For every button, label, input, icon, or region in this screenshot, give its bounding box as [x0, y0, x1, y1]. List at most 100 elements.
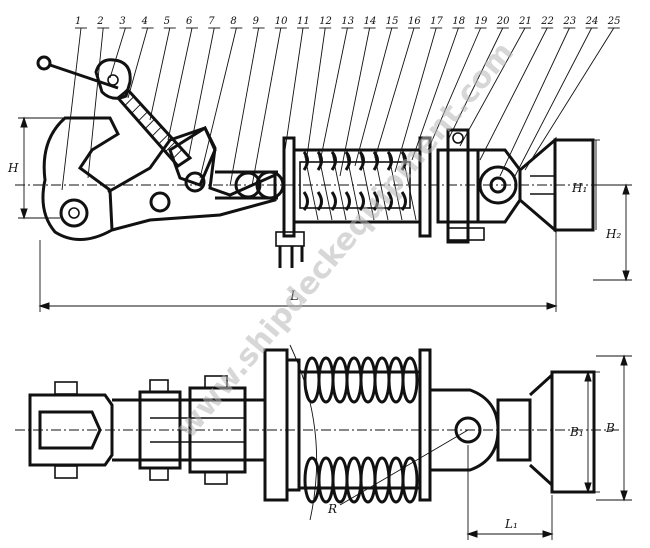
tube-hatch-line	[164, 141, 176, 153]
callout-leader-6	[167, 27, 193, 141]
spring-coil	[302, 151, 309, 211]
callout-leader-10	[251, 27, 282, 187]
clevis-slot	[38, 410, 102, 450]
callout-leader-4	[127, 27, 149, 99]
dim-b1-arrows	[584, 370, 592, 494]
dim-b-arrows	[620, 354, 628, 502]
dim-b1-label: B₁	[569, 425, 584, 439]
dim-h2-label: H₂	[605, 227, 621, 241]
callout-number-9: 9	[253, 16, 260, 27]
callout-leader-25	[524, 27, 615, 171]
spring-coil	[372, 151, 379, 211]
plan-coil-bottom	[317, 456, 335, 504]
plan-fork-block	[496, 398, 532, 462]
tube-hatch-line	[123, 96, 135, 107]
pin-head-4	[204, 471, 228, 485]
callout-number-17: 17	[430, 16, 443, 27]
dim-l-label: L	[289, 289, 299, 304]
callout-leader-2	[87, 27, 104, 179]
release-lever	[49, 63, 119, 90]
spring-coil	[400, 151, 407, 211]
callout-leader-3	[109, 27, 126, 79]
plan-coil-bottom	[359, 456, 377, 504]
spring-coil	[344, 151, 351, 211]
hook-plate	[107, 126, 277, 232]
callout-leader-22	[479, 27, 548, 161]
plan-coil-top	[331, 356, 349, 404]
plan-coil-top	[401, 356, 419, 404]
callout-leader-23	[499, 27, 570, 177]
callout-number-15: 15	[386, 16, 399, 27]
tube-hatch-line	[130, 103, 142, 115]
dim-h2-arrows	[622, 183, 630, 282]
pin-head-3	[204, 375, 228, 389]
callout-leader-21	[459, 27, 526, 147]
pin-head-2	[149, 467, 169, 481]
callout-leaders	[61, 27, 620, 191]
swivel-pin	[489, 176, 507, 194]
spring-coil	[316, 151, 323, 211]
side-view: H H₁ H₂ L	[7, 55, 632, 312]
callout-number-23: 23	[562, 16, 576, 27]
spring-coil	[330, 151, 337, 211]
callout-number-24: 24	[585, 16, 599, 27]
clevis-end	[28, 393, 114, 467]
spring-coil-line	[359, 151, 375, 221]
dim-r-arc	[289, 344, 318, 521]
link-pin	[184, 171, 206, 193]
rear-flange	[418, 136, 432, 238]
clevis-nut-top	[54, 381, 78, 395]
tube-hatch-line	[158, 134, 169, 145]
plan-deck-seat	[550, 370, 596, 494]
spring-coil-line	[345, 151, 361, 221]
callout-leader-13	[319, 27, 348, 163]
callout-leader-1	[61, 27, 82, 191]
lever-handle-ring	[36, 55, 52, 71]
compression-spring	[302, 151, 417, 221]
shackle-bottom-bolt	[447, 227, 485, 241]
dim-r-line	[339, 429, 469, 506]
callout-number-19: 19	[475, 16, 488, 27]
shackle-plate	[446, 128, 470, 244]
callout-number-22: 22	[540, 16, 554, 27]
plan-rear-flange	[418, 348, 432, 502]
callout-leader-16	[374, 27, 415, 159]
spring-core	[299, 161, 411, 209]
callout-leader-20	[447, 27, 504, 141]
callout-leader-11	[284, 27, 304, 151]
callout-leader-8	[199, 27, 237, 179]
plan-coil-bottom	[387, 456, 405, 504]
callout-leader-14	[339, 27, 371, 177]
plan-coil-top	[345, 356, 363, 404]
pivot-pin	[68, 207, 80, 219]
front-flange	[282, 136, 296, 238]
spring-tube	[115, 87, 193, 168]
callout-leader-12	[304, 27, 326, 171]
plan-spring-bottom	[303, 456, 419, 504]
dim-h-label: H	[7, 161, 19, 175]
callout-number-14: 14	[364, 16, 377, 27]
callout-leader-19	[427, 27, 482, 151]
dim-l-arrows	[38, 302, 558, 310]
spring-coil	[358, 151, 365, 211]
callout-leader-15	[354, 27, 393, 167]
callout-number-7: 7	[208, 16, 215, 27]
plan-view: B₁ B L₁ R	[15, 344, 632, 540]
swivel-eye	[478, 165, 518, 205]
lever-pivot	[107, 74, 119, 86]
plan-front-flange	[263, 348, 289, 502]
callout-number-12: 12	[319, 16, 332, 27]
callout-number-25: 25	[607, 16, 621, 27]
dim-b-label: B	[605, 421, 615, 435]
plan-swivel-bore	[454, 416, 482, 444]
callout-number-1: 1	[75, 16, 81, 27]
pin-head-1	[149, 379, 169, 393]
dim-h-arrows	[20, 116, 28, 220]
spring-coil-line	[317, 151, 333, 221]
tube-hatch-line	[151, 126, 162, 138]
flange-bolt-head	[275, 231, 305, 247]
callout-number-5: 5	[164, 16, 170, 27]
dim-l1-label: L₁	[504, 517, 518, 531]
